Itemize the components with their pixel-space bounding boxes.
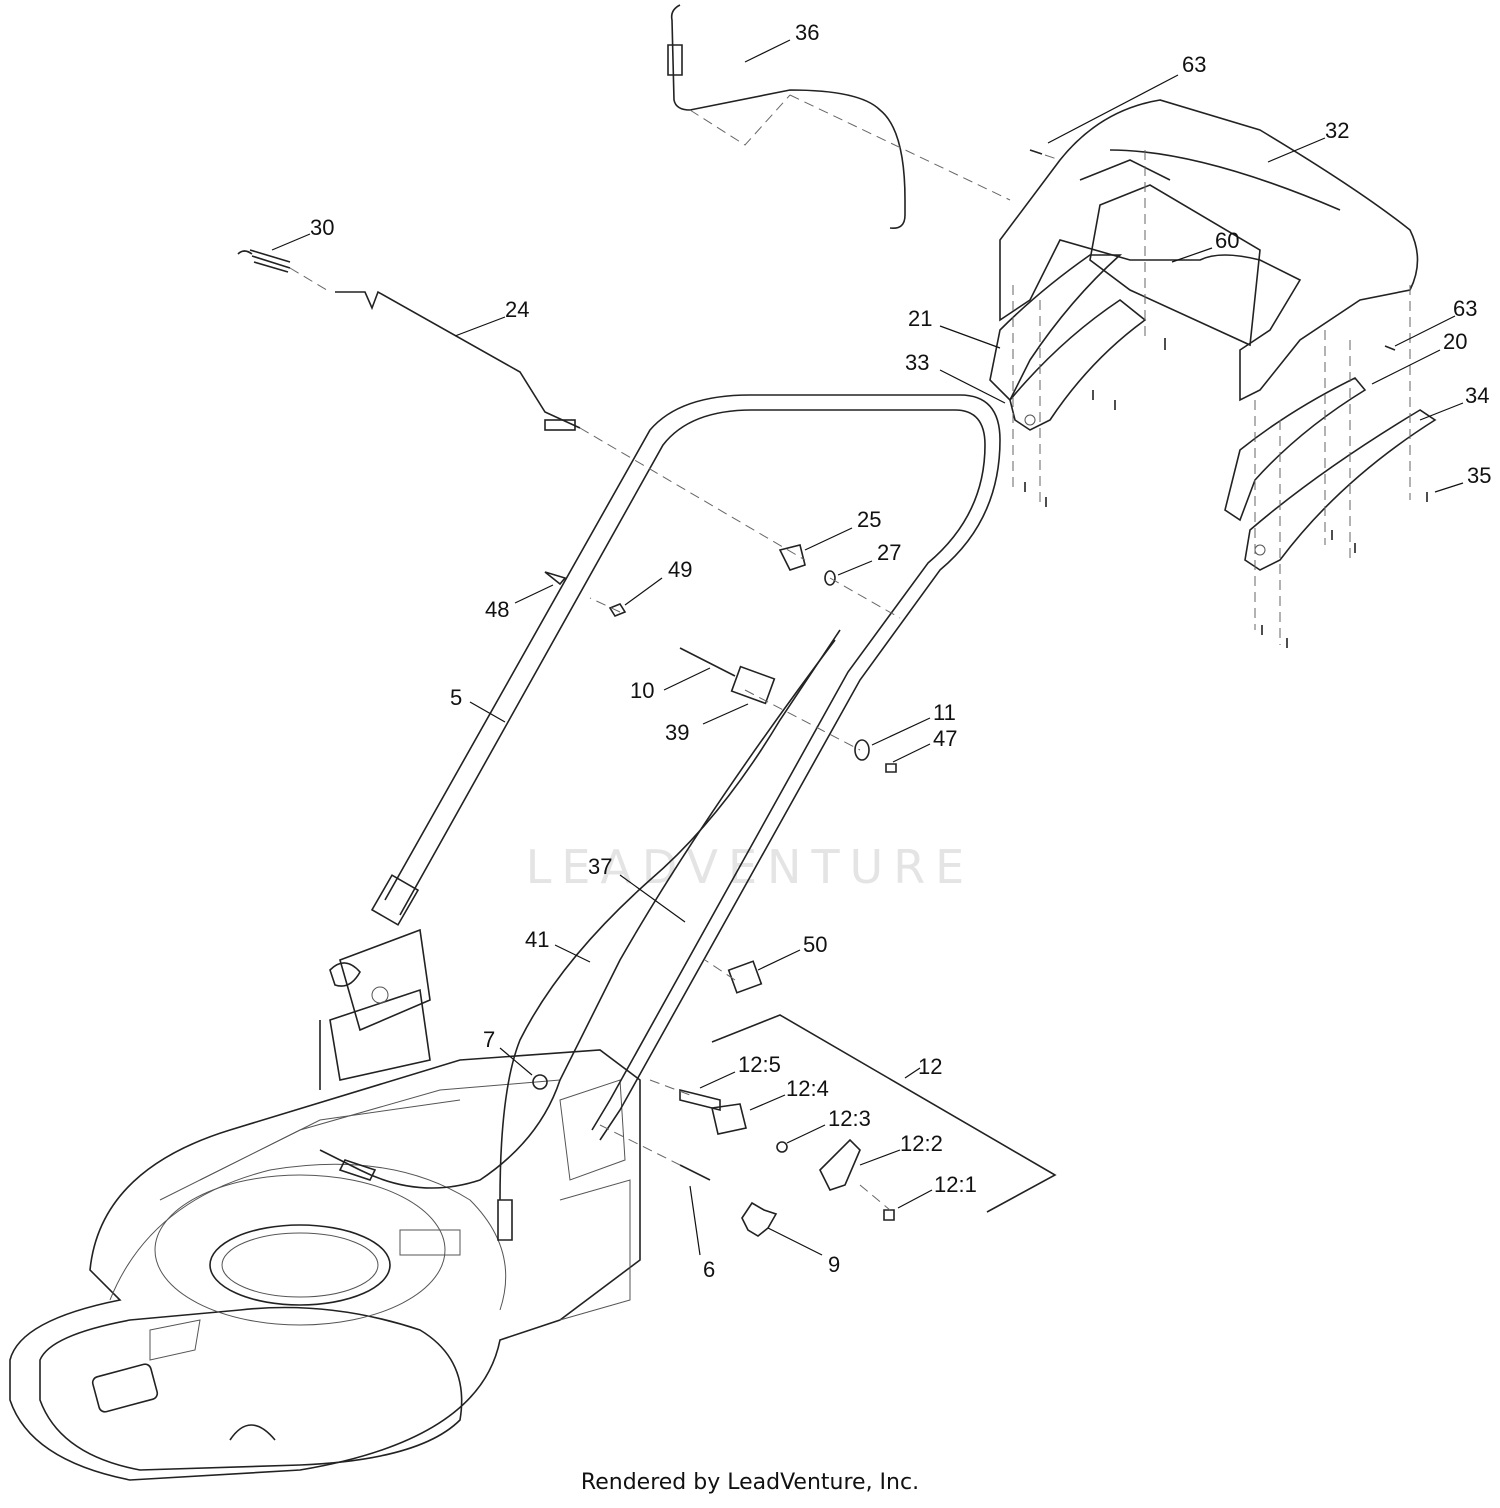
side-rail-right [1224, 377, 1437, 571]
callout-35: 35 [1467, 463, 1491, 488]
callout-63-top: 63 [1182, 52, 1206, 77]
callout-12-3: 12:3 [828, 1106, 871, 1131]
callout-21: 21 [908, 306, 932, 331]
callout-6: 6 [703, 1257, 715, 1282]
handle-frame [329, 394, 1001, 1141]
handle-hardware [532, 544, 897, 1237]
callout-63-right: 63 [1453, 296, 1477, 321]
callout-49: 49 [668, 557, 692, 582]
callout-34: 34 [1465, 383, 1489, 408]
side-rail-left [989, 254, 1147, 431]
callout-12: 12 [918, 1054, 942, 1079]
callout-9: 9 [828, 1252, 840, 1277]
callout-7: 7 [483, 1027, 495, 1052]
callout-20: 20 [1443, 329, 1467, 354]
callout-10: 10 [630, 678, 654, 703]
callout-27: 27 [877, 540, 901, 565]
callout-50: 50 [803, 932, 827, 957]
spring-part-30 [237, 249, 291, 273]
callout-41: 41 [525, 927, 549, 952]
alignment-lines [289, 94, 1411, 1211]
callout-25: 25 [857, 507, 881, 532]
group-12-bracket [711, 1014, 1057, 1213]
callout-12-1: 12:1 [934, 1172, 977, 1197]
callout-12-4: 12:4 [786, 1076, 829, 1101]
grip-part-60 [1089, 184, 1261, 347]
callout-24: 24 [505, 297, 529, 322]
callout-36: 36 [795, 20, 819, 45]
callout-60: 60 [1215, 228, 1239, 253]
callout-37: 37 [588, 854, 612, 879]
callout-12-2: 12:2 [900, 1131, 943, 1156]
callout-12-5: 12:5 [738, 1052, 781, 1077]
callout-33: 33 [905, 350, 929, 375]
bail-part-36 [667, 4, 906, 230]
callout-47: 47 [933, 726, 957, 751]
callout-39: 39 [665, 720, 689, 745]
callout-5: 5 [450, 685, 462, 710]
callout-32: 32 [1325, 118, 1349, 143]
screws [1024, 149, 1428, 648]
callout-labels: 36 63 32 30 60 24 21 63 20 33 34 35 25 2… [310, 20, 1491, 1282]
callout-11: 11 [933, 700, 956, 725]
callout-30: 30 [310, 215, 334, 240]
leader-lines [271, 39, 1464, 1256]
control-cables [319, 629, 841, 1241]
rod-part-24 [335, 290, 581, 431]
footer-credit: Rendered by LeadVenture, Inc. [580, 1470, 920, 1495]
upper-handle-housing [999, 99, 1419, 402]
mower-deck [9, 988, 641, 1481]
callout-48: 48 [485, 597, 509, 622]
